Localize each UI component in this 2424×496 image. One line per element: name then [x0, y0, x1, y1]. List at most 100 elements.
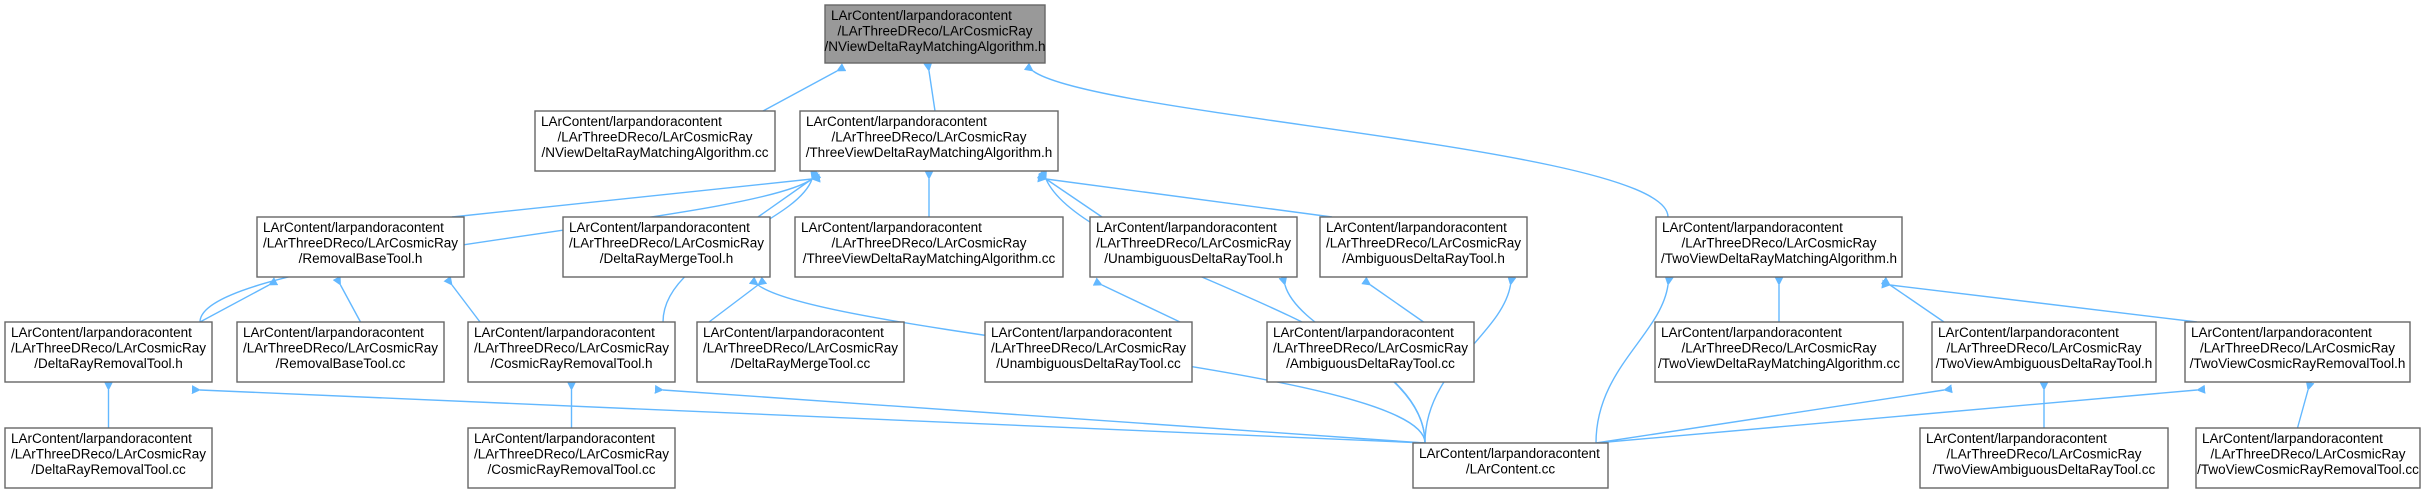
file-node-nviewdeltaraymatchingalgorithm-h: LArContent/larpandoracontent/LArThreeDRe…	[824, 4, 1046, 64]
file-node-label-line: /DeltaRayRemovalTool.h	[34, 356, 183, 371]
file-node-label-line: /DeltaRayMergeTool.h	[600, 251, 734, 266]
dependency-edge	[757, 170, 822, 218]
file-node-deltarayremovaltool-cc[interactable]: LArContent/larpandoracontent/LArThreeDRe…	[4, 427, 213, 489]
file-node-label-line: /LArThreeDReco/LArCosmicRay	[1273, 341, 1468, 356]
file-node-label-line: LArContent/larpandoracontent	[569, 220, 750, 235]
dependency-edge	[332, 275, 362, 323]
file-node-box	[2184, 321, 2411, 383]
file-node-label-line: LArContent/larpandoracontent	[263, 220, 444, 235]
file-node-box	[2195, 427, 2421, 489]
file-node-label-line: /CosmicRayRemovalTool.cc	[487, 462, 655, 477]
file-node-box	[1654, 321, 1904, 383]
file-node-label-line: LArContent/larpandoracontent	[1661, 325, 1842, 340]
file-node-box	[799, 110, 1059, 172]
dependency-edge	[1023, 62, 1669, 218]
dependency-edge	[1595, 384, 2206, 444]
file-node-label-line: LArContent/larpandoracontent	[474, 431, 655, 446]
file-node-ambiguousdeltaraytool-cc[interactable]: LArContent/larpandoracontent/LArThreeDRe…	[1266, 321, 1475, 383]
file-node-cosmicrayremovaltool-cc[interactable]: LArContent/larpandoracontent/LArThreeDRe…	[467, 427, 676, 489]
file-node-label-line: /LArThreeDReco/LArCosmicRay	[837, 24, 1032, 39]
file-node-label-line: /LArThreeDReco/LArCosmicRay	[991, 341, 1186, 356]
file-node-label-line: /TwoViewAmbiguousDeltaRayTool.cc	[1933, 462, 2156, 477]
file-node-label-line: /LArThreeDReco/LArCosmicRay	[11, 447, 206, 462]
file-node-label-line: LArContent/larpandoracontent	[541, 114, 722, 129]
file-node-box	[696, 321, 905, 383]
dependency-edge	[1881, 279, 2198, 323]
file-node-label-line: /LArThreeDReco/LArCosmicRay	[569, 236, 764, 251]
file-node-threeviewdeltaraymatchingalgorithm-h[interactable]: LArContent/larpandoracontent/LArThreeDRe…	[799, 110, 1059, 172]
file-node-label-line: /ThreeViewDeltaRayMatchingAlgorithm.h	[806, 145, 1053, 160]
file-node-label-line: LArContent/larpandoracontent	[1096, 220, 1277, 235]
file-node-box	[1266, 321, 1475, 383]
dependency-edge	[1595, 384, 1953, 444]
dependency-edge	[1037, 173, 1333, 218]
file-node-box	[1655, 216, 1903, 278]
file-node-label-line: /UnambiguousDeltaRayTool.h	[1104, 251, 1283, 266]
file-node-label-line: LArContent/larpandoracontent	[2202, 431, 2383, 446]
file-node-deltaraymergetool-h[interactable]: LArContent/larpandoracontent/LArThreeDRe…	[562, 216, 771, 278]
file-node-cosmicrayremovaltool-h[interactable]: LArContent/larpandoracontent/LArThreeDRe…	[467, 321, 676, 383]
file-node-label-line: /TwoViewAmbiguousDeltaRayTool.h	[1936, 356, 2153, 371]
file-node-box	[984, 321, 1193, 383]
file-node-label-line: /LArThreeDReco/LArCosmicRay	[831, 130, 1026, 145]
file-node-label-line: LArContent/larpandoracontent	[831, 8, 1012, 23]
file-node-label-line: /LArThreeDReco/LArCosmicRay	[1946, 447, 2141, 462]
file-node-label-line: /LArThreeDReco/LArCosmicRay	[1681, 341, 1876, 356]
file-node-label-line: LArContent/larpandoracontent	[11, 431, 192, 446]
file-node-twoviewambiguousdeltaraytool-h[interactable]: LArContent/larpandoracontent/LArThreeDRe…	[1931, 321, 2157, 383]
file-node-twoviewambiguousdeltaraytool-cc[interactable]: LArContent/larpandoracontent/LArThreeDRe…	[1919, 427, 2169, 489]
file-node-box	[467, 427, 676, 489]
dependency-edge	[1036, 170, 1103, 218]
dependency-edge	[1361, 276, 1424, 323]
dependency-edge	[762, 63, 847, 112]
dependency-edge	[1880, 276, 1945, 323]
file-node-twoviewdeltaraymatchingalgorithm-cc[interactable]: LArContent/larpandoracontent/LArThreeDRe…	[1654, 321, 1904, 383]
file-node-box	[1089, 216, 1298, 278]
file-node-unambiguousdeltaraytool-h[interactable]: LArContent/larpandoracontent/LArThreeDRe…	[1089, 216, 1298, 278]
file-node-threeviewdeltaraymatchingalgorithm-cc[interactable]: LArContent/larpandoracontent/LArThreeDRe…	[794, 216, 1064, 278]
file-node-label-line: LArContent/larpandoracontent	[243, 325, 424, 340]
file-node-label-line: LArContent/larpandoracontent	[1419, 446, 1600, 461]
file-node-label-line: /LArThreeDReco/LArCosmicRay	[2200, 341, 2395, 356]
file-node-label-line: /LArContent.cc	[1466, 462, 1556, 477]
file-node-label-line: LArContent/larpandoracontent	[806, 114, 987, 129]
file-node-box	[534, 110, 776, 172]
dependency-edge	[708, 276, 768, 323]
file-node-ambiguousdeltaraytool-h[interactable]: LArContent/larpandoracontent/LArThreeDRe…	[1319, 216, 1528, 278]
dependency-edge	[1595, 276, 1674, 444]
file-node-box	[1931, 321, 2157, 383]
file-node-box	[1319, 216, 1528, 278]
file-node-label-line: LArContent/larpandoracontent	[2191, 325, 2372, 340]
file-node-twoviewdeltaraymatchingalgorithm-h[interactable]: LArContent/larpandoracontent/LArThreeDRe…	[1655, 216, 1903, 278]
file-node-label-line: /NViewDeltaRayMatchingAlgorithm.cc	[541, 145, 768, 160]
file-node-label-line: /LArThreeDReco/LArCosmicRay	[557, 130, 752, 145]
file-node-label-line: LArContent/larpandoracontent	[703, 325, 884, 340]
file-node-label-line: /ThreeViewDeltaRayMatchingAlgorithm.cc	[803, 251, 1056, 266]
file-node-twoviewcosmicrayremovaltool-cc[interactable]: LArContent/larpandoracontent/LArThreeDRe…	[2195, 427, 2421, 489]
file-node-box	[1919, 427, 2169, 489]
file-node-label-line: /TwoViewCosmicRayRemovalTool.h	[2190, 356, 2406, 371]
file-node-box	[4, 321, 213, 383]
file-node-deltaraymergetool-cc[interactable]: LArContent/larpandoracontent/LArThreeDRe…	[696, 321, 905, 383]
file-node-box	[794, 216, 1064, 278]
dependency-edge	[654, 384, 1426, 444]
file-node-box	[4, 427, 213, 489]
file-node-label-line: /CosmicRayRemovalTool.h	[490, 356, 652, 371]
file-node-deltarayremovaltool-h[interactable]: LArContent/larpandoracontent/LArThreeDRe…	[4, 321, 213, 383]
file-node-label-line: LArContent/larpandoracontent	[991, 325, 1172, 340]
file-node-twoviewcosmicrayremovaltool-h[interactable]: LArContent/larpandoracontent/LArThreeDRe…	[2184, 321, 2411, 383]
dependency-edge	[199, 277, 279, 323]
file-node-removalbasetool-cc[interactable]: LArContent/larpandoracontent/LArThreeDRe…	[236, 321, 445, 383]
file-node-label-line: LArContent/larpandoracontent	[474, 325, 655, 340]
file-node-label-line: /UnambiguousDeltaRayTool.cc	[996, 356, 1181, 371]
file-node-unambiguousdeltaraytool-cc[interactable]: LArContent/larpandoracontent/LArThreeDRe…	[984, 321, 1193, 383]
file-node-label-line: /DeltaRayMergeTool.cc	[731, 356, 871, 371]
node-layer: LArContent/larpandoracontent/LArThreeDRe…	[4, 4, 2421, 489]
file-node-larcontent-cc[interactable]: LArContent/larpandoracontent/LArContent.…	[1412, 442, 1609, 489]
file-node-removalbasetool-h[interactable]: LArContent/larpandoracontent/LArThreeDRe…	[256, 216, 465, 278]
file-node-nviewdeltaraymatchingalgorithm-cc[interactable]: LArContent/larpandoracontent/LArThreeDRe…	[534, 110, 776, 172]
file-node-box	[562, 216, 771, 278]
dependency-edge	[451, 173, 821, 218]
file-node-label-line: /TwoViewDeltaRayMatchingAlgorithm.cc	[1658, 356, 1900, 371]
dependency-edge	[1092, 277, 1181, 323]
